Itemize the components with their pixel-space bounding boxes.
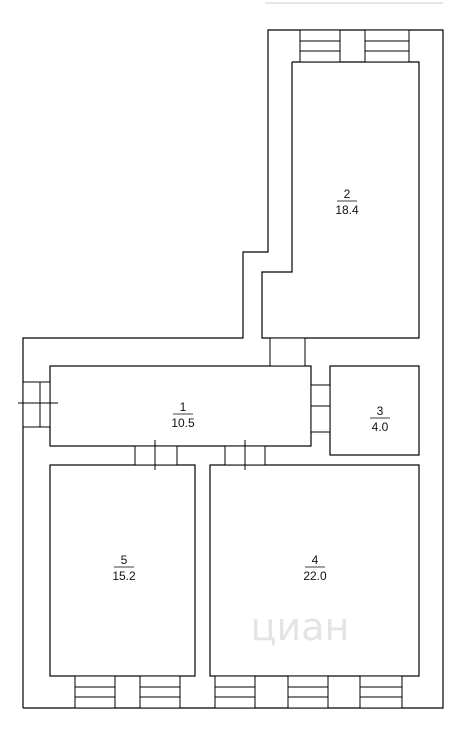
doorway-room-2 (269, 337, 306, 367)
watermark-text: циан (251, 605, 350, 649)
window (287, 675, 329, 709)
room-label-4: 4 22.0 (303, 553, 327, 583)
window (364, 29, 410, 63)
outer-wall (22, 29, 444, 709)
room-number: 5 (121, 553, 128, 567)
door-openings (18, 337, 331, 470)
room-label-5: 5 15.2 (112, 553, 136, 583)
room-2-outline (261, 61, 420, 339)
room-area: 18.4 (335, 203, 359, 217)
room-number: 2 (344, 187, 351, 201)
doorway-room-3 (310, 384, 331, 433)
window (74, 675, 116, 709)
doorway-room-4 (224, 440, 266, 470)
room-area: 10.5 (171, 416, 195, 430)
window (139, 675, 181, 709)
window (214, 675, 256, 709)
window (299, 29, 341, 63)
room-area: 4.0 (372, 420, 389, 434)
room-label-3: 3 4.0 (370, 404, 390, 434)
doorway-entrance (18, 381, 58, 428)
room-label-2: 2 18.4 (335, 187, 359, 217)
window (359, 675, 403, 709)
room-number: 4 (312, 553, 319, 567)
room-5-outline (49, 464, 196, 677)
room-label-1: 1 10.5 (171, 400, 195, 430)
windows (74, 29, 410, 709)
room-area: 15.2 (112, 569, 136, 583)
room-number: 3 (377, 404, 384, 418)
room-area: 22.0 (303, 569, 327, 583)
room-3-outline (329, 365, 420, 456)
doorway-room-5 (134, 440, 178, 470)
room-number: 1 (180, 400, 187, 414)
